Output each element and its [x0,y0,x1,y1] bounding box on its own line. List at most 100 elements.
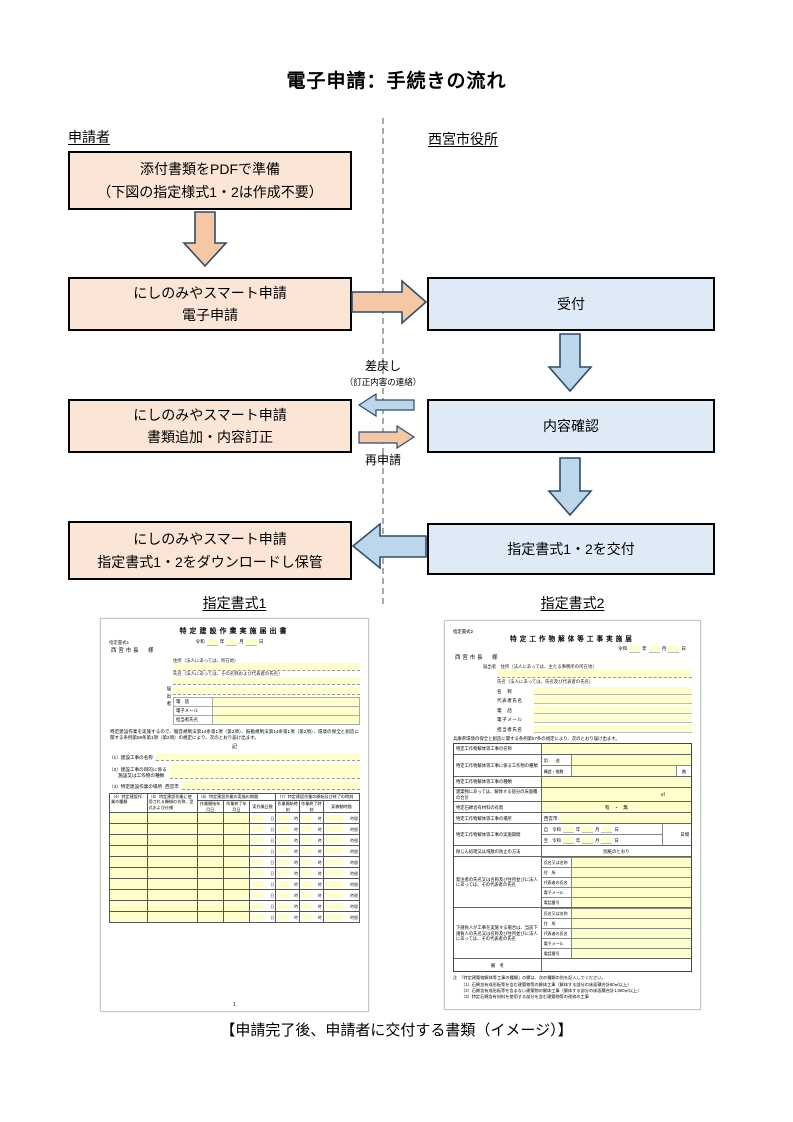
contact-field [571,898,691,908]
work-hours-cell: 時間 [322,900,361,913]
form2-address-field [497,670,692,679]
contact-label: 電子メール [542,939,572,949]
end-date-cell [222,812,251,825]
r5-value: 有 ・ 無 [604,804,628,810]
work-days-cell: 日 [248,889,277,902]
to-day-field [601,836,613,844]
lane-divider [382,118,384,604]
r7-to-label: 至 令和 [543,837,561,843]
subcontractor-contact-row: 氏名又は名称 [541,908,691,919]
start-date-cell [196,889,224,902]
end-time-cell: 時 [299,900,324,913]
form1-thumbnail: 特定建設作業実施届出書 指定書式1 令和 年 月 日 西宮市長 様 住所（法人に… [100,618,369,1012]
end-time-cell: 時 [299,834,324,847]
lane-label-city-hall: 西宮市役所 [428,131,498,147]
work-hours-cell: 時間 [322,889,361,902]
r6-value: 西宮市 [543,815,558,821]
form2-name-note-label: 氏名（法人にあっては、氏名及び代表者の氏名） [497,679,594,685]
work-type-cell [109,867,148,880]
work-type-cell [109,812,148,825]
contact-label: 電話番号 [542,949,572,959]
r2b-label: 構造・階数 [542,766,572,777]
contact-label: 氏名又は名称 [542,909,572,919]
end-date-cell [222,856,251,869]
to-month-field [582,836,594,844]
r7-from-label: 自 令和 [543,826,561,832]
form1-item1-field [155,752,360,761]
start-date-cell [196,856,224,869]
start-date-cell [196,900,224,913]
contact-label: 代表者の氏名 [542,929,572,939]
return-note-label: （訂正内容の連絡） [344,377,422,387]
work-days-cell: 日 [248,812,277,825]
end-time-cell: 時 [299,867,324,880]
form2-field-label: 担当者氏名 [497,726,523,732]
end-time-cell: 時 [299,812,324,825]
flow-box-smart-apply: にしのみやスマート申請 電子申請 [68,277,352,331]
flow-box-issue-forms: 指定書式1・2を交付 [427,523,715,575]
orderer-contact-row: 氏名又は名称 [541,857,691,868]
r2b-unit: 階 [676,766,691,777]
machine-cell [146,812,198,825]
contact-field [571,909,691,919]
form1-col6-header: （6）特定建設作業の実施の期間 [196,792,277,801]
note-intro: 注 「特定建築物解体等工事の種類」の欄は、次の種類の別を記入してください。 [453,975,606,981]
form1-col7-header: （7）特定建設作業の開始及び終了の時刻 [275,792,360,801]
r10-label: 下請負人が工事を実施する場合は、当該下請負人の氏名又は名称及び住所並びに法人にあ… [454,908,542,959]
r8-label: 粉じん処理又は飛散の防止の方法 [454,846,542,857]
form2-field-row: 名 称 [497,686,692,695]
form2-field-label: 代表者氏名 [497,698,523,704]
month-label: 月 [595,837,600,843]
form2-field-label: 電 話 [497,707,513,713]
contact-label: 住 所 [542,919,572,929]
contact-field [571,858,691,868]
orderer-contact-row: 電話番号 [541,897,691,908]
day-field [245,638,257,646]
page-title: 電子申請：手続きの流れ [286,71,507,92]
form1-tel-label: 電 話 [174,697,213,706]
start-time-cell: 時 [275,856,300,869]
r2a-label: 用 途 [542,755,572,766]
form1-item2-label: （2）建設工事の目的に係る 施設又は工作物の種類 [109,767,167,779]
bottom-caption: 【申請完了後、申請者に交付する書類（イメージ）】 [220,1022,573,1039]
start-time-cell: 時 [275,834,300,847]
end-time-cell: 時 [299,911,324,924]
start-date-cell [196,845,224,858]
form1-col7c-header: 実稼動時間 [322,799,361,814]
end-date-cell [222,889,251,902]
note-line: （1）石綿含有成形板等を含む建築物等の解体工事（解体する部分の床面積合計80㎡以… [461,981,632,987]
start-time-cell: 時 [275,823,300,836]
form2-title: 特定工作物解体等工事実施届 [510,635,635,643]
machine-cell [146,834,198,847]
submit-line2: 電子申請 [182,306,238,323]
form2-address-label: 住所（法人にあっては、主たる事務所の所在地） [500,664,597,670]
form2-body-text: 兵庫県環境の保全と創造に関する条例第57条の規定により、次のとおり届け出ます。 [453,735,620,741]
issue-label: 指定書式1・2を交付 [507,540,635,557]
machine-cell [146,823,198,836]
form2-field-row: 代表者氏名 [497,696,692,705]
form1-table-row: 日 時 時 時間 [109,867,361,880]
end-date-cell [222,900,251,913]
form2-field-label: 名 称 [497,688,513,694]
r4-label: 建築物にあっては、解体する部分の床面積の合計 [454,788,542,802]
contact-field [571,868,691,878]
form1-name-field2 [173,686,360,695]
work-type-cell [109,889,148,902]
start-time-cell: 時 [275,845,300,858]
form1-col7b-header: 作業終了時刻 [299,799,324,814]
r1-field [541,744,691,755]
end-date-cell [222,845,251,858]
r6-label: 特定工作物解体等工事の場所 [454,813,542,824]
start-time-cell: 時 [275,867,300,880]
arrow-left-return-icon [357,392,415,418]
subcontractor-contact-row: 電子メール [541,938,691,949]
end-date-cell [222,878,251,891]
start-date-cell [196,911,224,924]
correction-line1: にしのみやスマート申請 [133,406,287,423]
form1-item3-label: （3）特定建設作業の場所 [109,784,163,790]
end-time-cell: 時 [299,856,324,869]
form1-form-id: 指定書式1 [109,639,130,645]
subcontractor-contact-row: 電話番号 [541,948,691,959]
arrow-down-confirm-to-issue-icon [547,457,593,517]
arrow-right-resubmit-icon [358,424,416,450]
